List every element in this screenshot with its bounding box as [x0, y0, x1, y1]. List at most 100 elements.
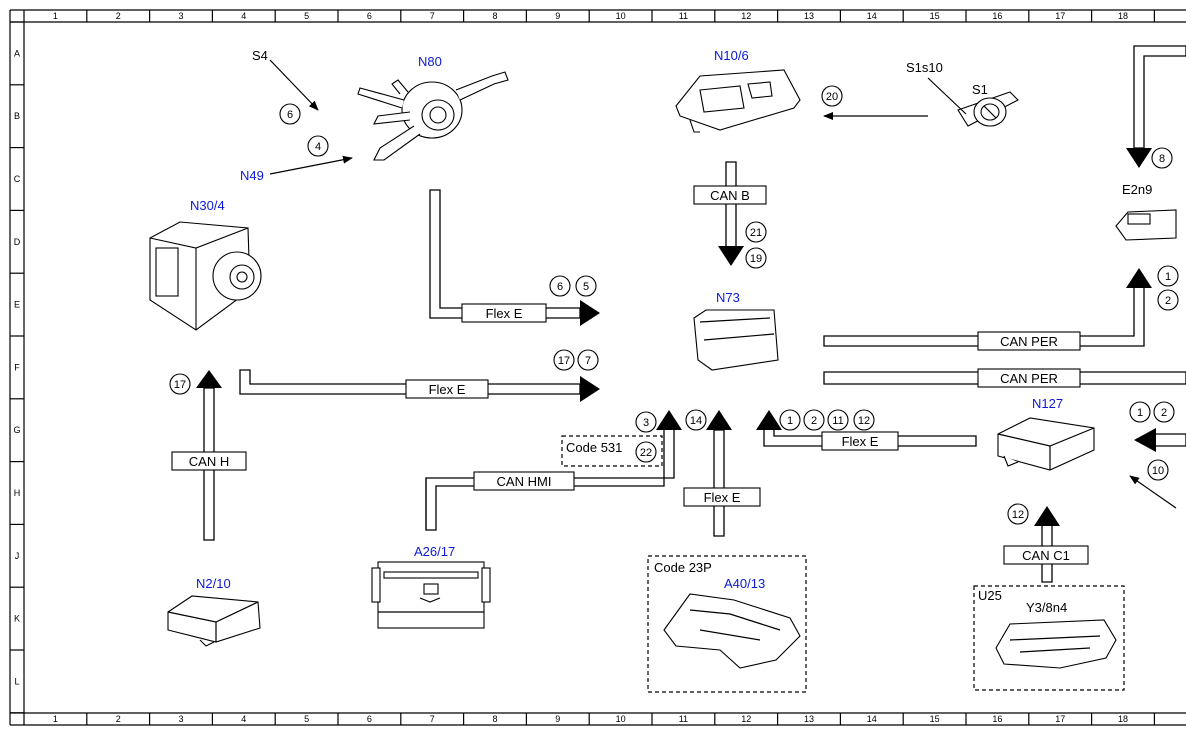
- ruler-col-label-top: 1: [53, 11, 58, 21]
- ruler-row-label: K: [14, 614, 20, 624]
- callout-circle: [1153, 401, 1175, 423]
- callout-circle: [1157, 265, 1179, 287]
- label-n127: N127: [1032, 396, 1063, 411]
- callout-circle: [1157, 289, 1179, 311]
- ruler-col-label-bottom: 5: [304, 714, 309, 724]
- callout-number: 8: [1159, 153, 1165, 165]
- ruler-col-label-bottom: 12: [741, 714, 751, 724]
- can-hmi-arrowhead: [656, 410, 682, 430]
- n30-4-esp-unit-drawing: [149, 221, 262, 331]
- callout-number: 14: [690, 415, 702, 427]
- callout-number: 5: [583, 281, 589, 293]
- ruler-col-label-bottom: 3: [178, 714, 183, 724]
- callout-circle: [577, 349, 599, 371]
- ruler-row-label: H: [14, 488, 21, 498]
- ruler-col-label-bottom: 7: [430, 714, 435, 724]
- ruler-col-label-bottom: 2: [116, 714, 121, 724]
- callout-circle: [821, 85, 843, 107]
- ruler-row-label: E: [14, 300, 20, 310]
- ruler-col-label-top: 8: [492, 11, 497, 21]
- ruler-col-label-top: 16: [992, 11, 1002, 21]
- label-a26-17: A26/17: [414, 544, 455, 559]
- callout-number: 17: [558, 355, 570, 367]
- bus-labels: CAN B Flex E Flex E CAN H CAN HMI Flex E…: [171, 185, 1089, 565]
- callout-circle: [635, 411, 657, 433]
- callout-number: 20: [826, 91, 838, 103]
- callout-circle: [307, 135, 329, 157]
- label-s1s10: S1s10: [906, 60, 943, 75]
- label-u25: U25: [978, 588, 1002, 603]
- callout-circle: [827, 409, 849, 431]
- ruler-col-label-top: 14: [867, 11, 877, 21]
- callout-circle: [169, 373, 191, 395]
- ruler-col-label-bottom: 10: [616, 714, 626, 724]
- callout-number: 3: [643, 417, 649, 429]
- ruler-col-label-top: 6: [367, 11, 372, 21]
- ruler-col-label-top: 9: [555, 11, 560, 21]
- callout-circle: [779, 409, 801, 431]
- callout-number: 4: [315, 141, 321, 153]
- ruler-col-label-top: 12: [741, 11, 751, 21]
- can-per-top-arrowhead: [1126, 268, 1152, 288]
- ruler-col-label-bottom: 8: [492, 714, 497, 724]
- callout-number: 1: [787, 415, 793, 427]
- n49-pointer: [269, 155, 353, 175]
- ruler-col-label-bottom: 4: [241, 714, 246, 724]
- callout-number: 2: [1165, 295, 1171, 307]
- label-s4: S4: [252, 48, 268, 63]
- ruler-col-label-top: 17: [1055, 11, 1065, 21]
- callout-number: 2: [811, 415, 817, 427]
- bus-label-can-b: CAN B: [710, 188, 750, 203]
- a40-13-module-drawing: [663, 593, 801, 669]
- ruler-col-label-top: 2: [116, 11, 121, 21]
- right-top-arrowhead: [1126, 148, 1152, 168]
- can-b-wire: [725, 161, 737, 249]
- callout-number: 21: [750, 227, 762, 239]
- flex-e-top-arrowhead: [580, 300, 600, 326]
- ruler-col-label-bottom: 16: [992, 714, 1002, 724]
- can-b-arrowhead: [718, 246, 744, 266]
- y3-8n4-module-drawing: [995, 619, 1117, 669]
- n2-10-airbag-drawing: [167, 595, 261, 647]
- ruler-col-label-bottom: 18: [1118, 714, 1128, 724]
- can-c1-arrowhead: [1034, 506, 1060, 526]
- callout-circle: [635, 441, 657, 463]
- callout-number: 17: [174, 379, 186, 391]
- flex-e-a40-wire: [713, 429, 725, 537]
- flex-e-top-wire: [429, 189, 581, 319]
- callout-circle: [745, 247, 767, 269]
- bus-label-can-c1: CAN C1: [1022, 548, 1070, 563]
- callout-circle: [745, 221, 767, 243]
- label-n2-10: N2/10: [196, 576, 231, 591]
- label-n80: N80: [418, 54, 442, 69]
- bus-label-can-h: CAN H: [189, 454, 229, 469]
- ruler-col-label-bottom: 6: [367, 714, 372, 724]
- ruler-row-label: J: [15, 551, 20, 561]
- code-23p-box: [647, 555, 807, 693]
- label-s1: S1: [972, 82, 988, 97]
- label-e2n9: E2n9: [1122, 182, 1152, 197]
- flex-e-a40-arrowhead: [706, 410, 732, 430]
- label-code-23p: Code 23P: [654, 560, 712, 575]
- can-h-arrowhead: [196, 370, 222, 388]
- ruler-row-label: F: [14, 362, 20, 372]
- ruler-row-label: C: [14, 174, 21, 184]
- callout-circle: [1147, 459, 1169, 481]
- callout-circle: [575, 275, 597, 297]
- callout-number: 2: [1161, 407, 1167, 419]
- ruler-row-label: B: [14, 111, 20, 121]
- ruler-col-label-bottom: 14: [867, 714, 877, 724]
- right-top-wire: [1133, 45, 1186, 149]
- callout-circle: [549, 275, 571, 297]
- ruler-col-label-bottom: 1: [53, 714, 58, 724]
- n10-6-sam-drawing: [675, 69, 801, 133]
- ruler-col-label-top: 3: [178, 11, 183, 21]
- bus-label-can-per-top: CAN PER: [1000, 334, 1058, 349]
- callout-circle: [685, 409, 707, 431]
- callout-circle: [803, 409, 825, 431]
- callout-number: 6: [557, 281, 563, 293]
- s4-pointer: [269, 59, 319, 111]
- flex-e-mid-arrowhead: [580, 376, 600, 402]
